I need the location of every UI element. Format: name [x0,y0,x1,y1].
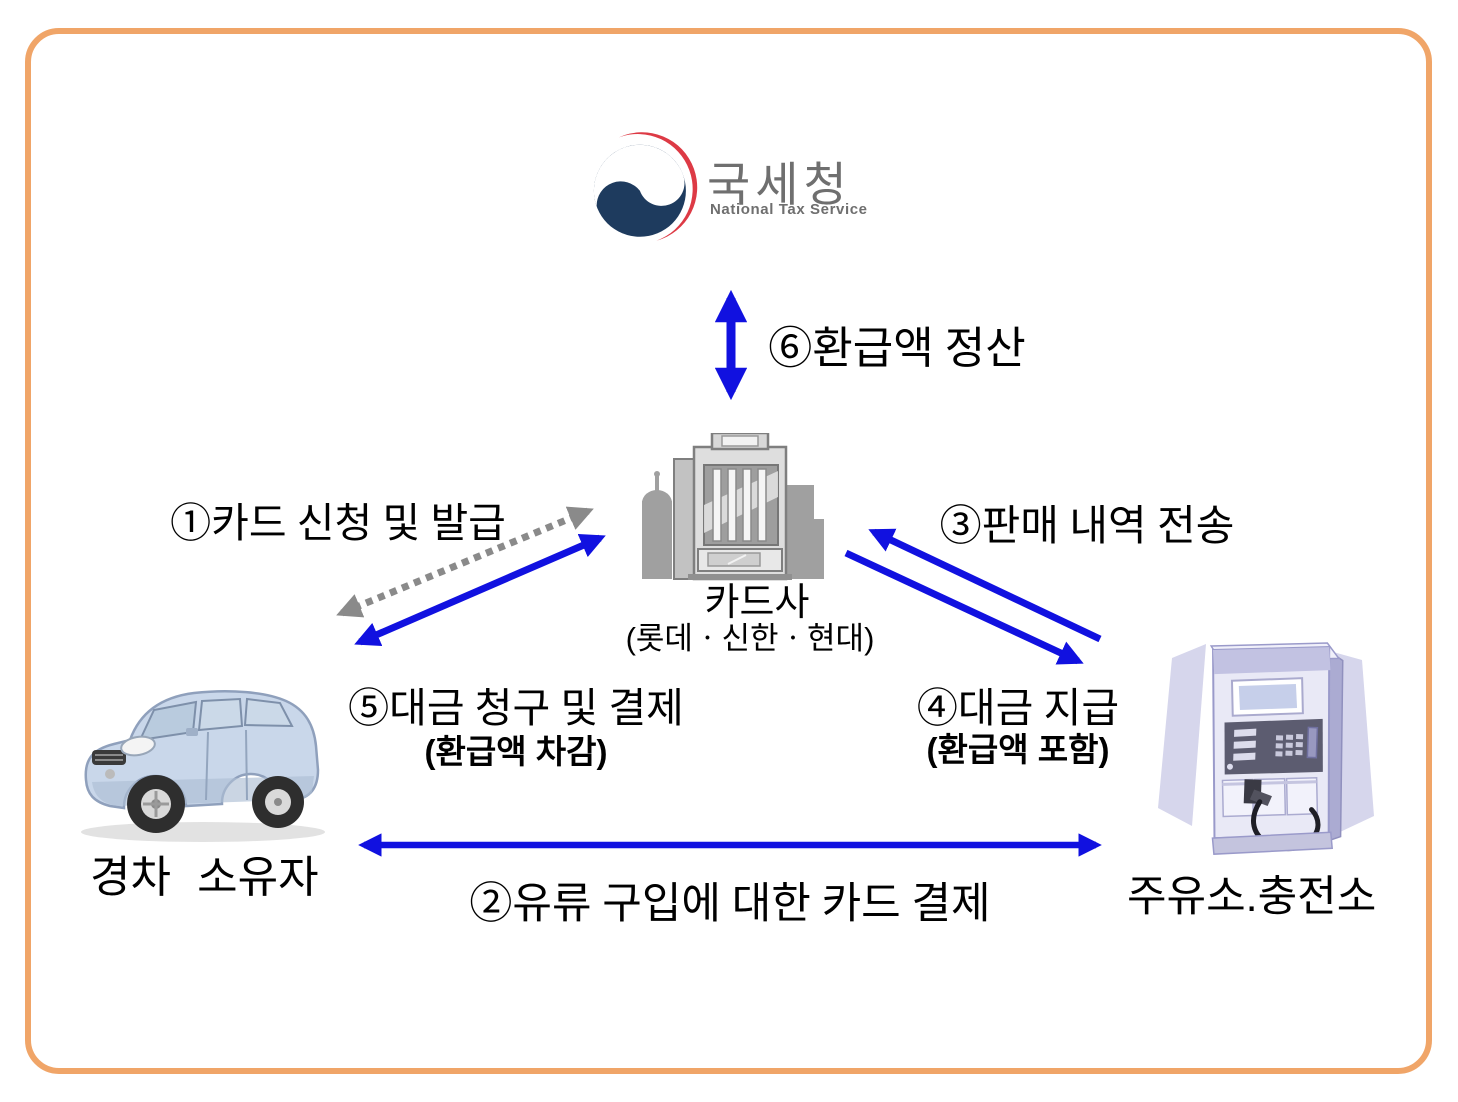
flow1-label: ①카드 신청 및 발급 [170,500,506,546]
fuel-pump-icon [1158,642,1374,855]
arrow-card-application-solid [354,533,606,647]
nts-taegeuk-icon [593,132,698,241]
car-owner-label: 경차 소유자 [90,853,319,902]
card-company-label: 카드사 [704,582,810,624]
flow3-label: ③판매 내역 전송 [939,504,1235,550]
nts-subtitle: National Tax Service [710,201,868,218]
light-car-image [81,690,325,842]
arrow-sales-records [868,528,1102,643]
flow4-sublabel: (환급액 포함) [926,731,1110,768]
nts-title: 국세청 [707,158,852,211]
card-company-building-icon [642,433,824,581]
flow4-label: ④대금 지급 [916,685,1120,731]
card-company-sublabel: (롯데ㆍ신한ㆍ현대) [625,621,875,656]
flow5-sublabel: (환급액 차감) [424,733,608,770]
flow2-label: ②유류 구입에 대한 카드 결제 [469,881,991,928]
arrow-payment-to-station [844,549,1084,665]
flow5-label: ⑤대금 청구 및 결제 [348,685,684,731]
flow6-label: ⑥환급액 정산 [768,324,1026,373]
station-label: 주유소.충전소 [1127,873,1377,921]
border-frame [25,28,1432,1074]
